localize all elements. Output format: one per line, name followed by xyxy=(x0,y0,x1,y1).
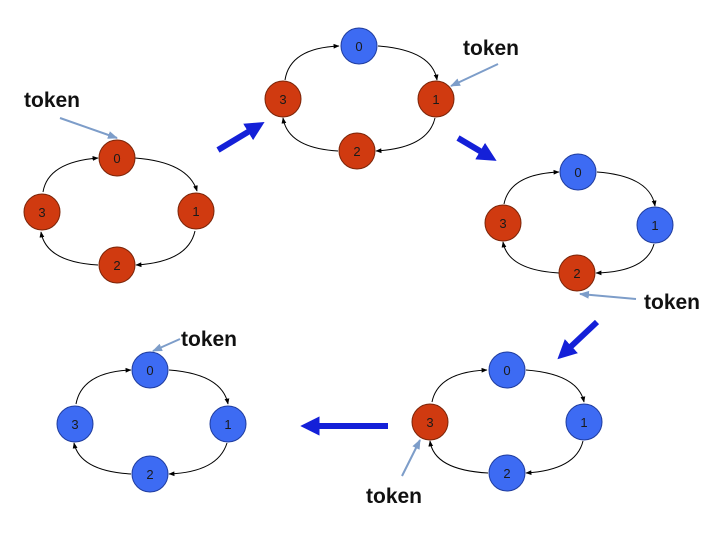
ring-node-label: 0 xyxy=(146,363,153,378)
ring-node: 1 xyxy=(565,403,603,441)
ring-node-label: 3 xyxy=(279,92,286,107)
ring-node-label: 1 xyxy=(224,417,231,432)
ring-node-circle xyxy=(340,27,378,65)
ring-node: 3 xyxy=(411,403,449,441)
ring-state-5: 0 1 2 3 token xyxy=(56,328,247,493)
ring-node-label: 0 xyxy=(113,151,120,166)
ring-node: 3 xyxy=(56,405,94,443)
step-arrows xyxy=(216,122,600,436)
ring-3-edges xyxy=(501,169,657,276)
token-marker: token xyxy=(366,439,422,508)
ring-node: 2 xyxy=(131,455,169,493)
ring-node: 0 xyxy=(98,139,136,177)
token-pointer-arrow xyxy=(401,439,421,477)
ring-2-edges xyxy=(281,43,439,154)
ring-node-label: 2 xyxy=(113,258,120,273)
step-arrow-3 xyxy=(557,319,600,360)
ring-node-label: 1 xyxy=(651,218,658,233)
ring-node-circle xyxy=(565,403,603,441)
ring-node: 1 xyxy=(177,192,215,230)
ring-node-label: 0 xyxy=(355,39,362,54)
token-pointer-arrow xyxy=(450,63,499,87)
ring-node: 0 xyxy=(131,351,169,389)
ring-node-label: 0 xyxy=(574,165,581,180)
token-marker: token xyxy=(152,328,237,352)
ring-node-circle xyxy=(559,153,597,191)
ring-1-edges xyxy=(39,156,198,268)
ring-node: 3 xyxy=(264,80,302,118)
token-pointer-arrow xyxy=(152,338,181,352)
token-label: token xyxy=(366,485,422,508)
ring-node-label: 3 xyxy=(71,417,78,432)
ring-node-circle xyxy=(484,204,522,242)
ring-node-label: 2 xyxy=(353,144,360,159)
ring-node-circle xyxy=(558,254,596,292)
ring-node-circle xyxy=(131,455,169,493)
ring-node-label: 2 xyxy=(573,266,580,281)
ring-node: 2 xyxy=(338,132,376,170)
token-marker: token xyxy=(24,89,118,139)
ring-node-circle xyxy=(23,193,61,231)
ring-state-3: 0 1 2 3 token xyxy=(484,153,700,314)
ring-node-label: 1 xyxy=(580,415,587,430)
ring-node-circle xyxy=(131,351,169,389)
ring-node-label: 3 xyxy=(38,205,45,220)
ring-state-1: 0 1 2 3 token xyxy=(23,89,215,284)
ring-node-circle xyxy=(98,246,136,284)
ring-node: 2 xyxy=(98,246,136,284)
token-marker: token xyxy=(450,37,519,87)
ring-node: 2 xyxy=(488,454,526,492)
ring-state-2: 0 1 2 3 token xyxy=(264,27,519,170)
ring-node-circle xyxy=(411,403,449,441)
token-label: token xyxy=(463,37,519,60)
ring-node-circle xyxy=(209,405,247,443)
ring-node-circle xyxy=(177,192,215,230)
token-pointer-arrow xyxy=(579,290,637,300)
token-marker: token xyxy=(579,290,700,314)
ring-node-label: 2 xyxy=(146,467,153,482)
step-arrow-1 xyxy=(216,122,265,153)
ring-node-circle xyxy=(488,351,526,389)
token-label: token xyxy=(181,328,237,351)
ring-node: 0 xyxy=(340,27,378,65)
ring-4-edges xyxy=(428,367,586,476)
ring-node-label: 2 xyxy=(503,466,510,481)
token-label: token xyxy=(644,291,700,314)
ring-node-circle xyxy=(636,206,674,244)
token-label: token xyxy=(24,89,80,112)
ring-node: 2 xyxy=(558,254,596,292)
ring-state-4: 0 1 2 3 token xyxy=(366,351,603,508)
ring-node-circle xyxy=(417,80,455,118)
ring-node: 3 xyxy=(23,193,61,231)
ring-node: 3 xyxy=(484,204,522,242)
ring-node: 1 xyxy=(636,206,674,244)
ring-node: 0 xyxy=(488,351,526,389)
ring-node-circle xyxy=(488,454,526,492)
ring-node-circle xyxy=(56,405,94,443)
ring-node-circle xyxy=(264,80,302,118)
ring-node-label: 3 xyxy=(426,415,433,430)
step-arrow-2 xyxy=(456,135,497,161)
ring-node: 0 xyxy=(559,153,597,191)
ring-node: 1 xyxy=(417,80,455,118)
ring-node-circle xyxy=(338,132,376,170)
ring-node-circle xyxy=(98,139,136,177)
ring-node-label: 3 xyxy=(499,216,506,231)
ring-5-edges xyxy=(72,367,230,477)
ring-node-label: 1 xyxy=(432,92,439,107)
token-pointer-arrow xyxy=(59,117,118,139)
ring-node-label: 0 xyxy=(503,363,510,378)
ring-node: 1 xyxy=(209,405,247,443)
ring-node-label: 1 xyxy=(192,204,199,219)
